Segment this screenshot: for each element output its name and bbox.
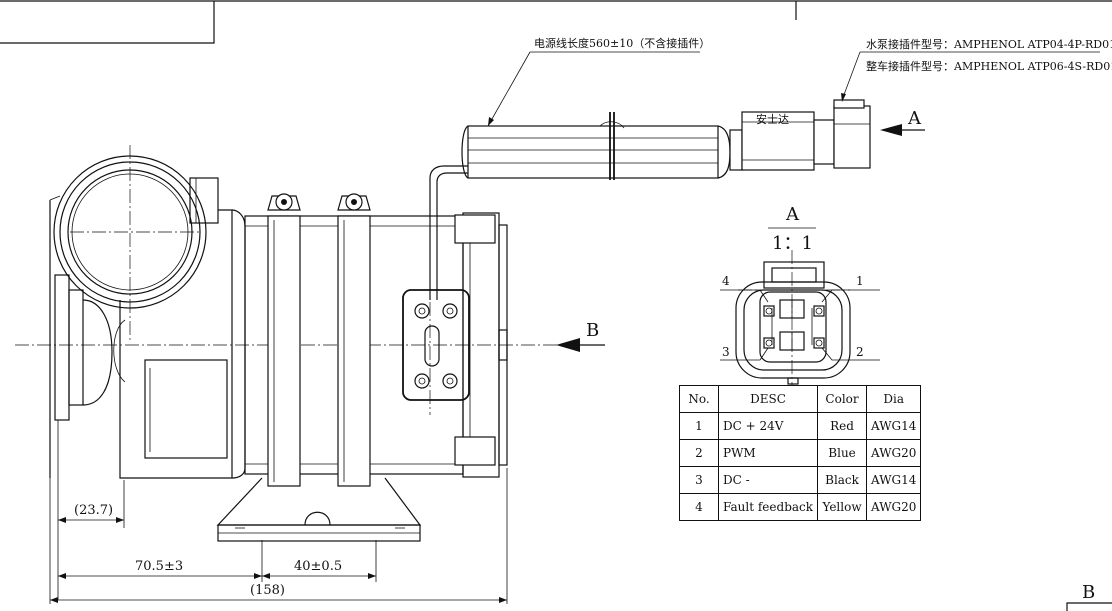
view-a-title: A xyxy=(785,204,800,225)
table-row: 4 Fault feedback Yellow AWG20 xyxy=(679,493,922,521)
dim-23-7: (23.7) xyxy=(74,503,113,518)
view-arrow-b-label: B xyxy=(586,320,599,341)
view-a-scale: 1：1 xyxy=(772,233,813,254)
pump-body xyxy=(49,155,508,542)
cell-color: Black xyxy=(817,466,868,494)
cell-desc: PWM xyxy=(717,439,819,467)
view-arrow-a: A xyxy=(880,108,925,136)
pump-connector-note: 水泵接插件型号：AMPHENOL ATP04-4P-RD01NFK xyxy=(866,37,1112,51)
cell-no: 3 xyxy=(679,466,719,494)
connector-brand-label: 安士达 xyxy=(756,112,789,126)
corner-label-b: B xyxy=(1082,582,1095,603)
pin-label-3: 3 xyxy=(722,345,730,359)
cell-desc: DC + 24V xyxy=(717,412,819,440)
dim-70-5: 70.5±3 xyxy=(135,559,183,574)
cell-color: Red xyxy=(817,412,868,440)
table-row: 1 DC + 24V Red AWG14 xyxy=(679,412,922,440)
pin-label-1: 1 xyxy=(856,274,864,288)
cell-color: Blue xyxy=(817,439,868,467)
table-header-color: Color xyxy=(817,385,868,413)
cell-dia: AWG20 xyxy=(866,439,922,467)
pin-label-2: 2 xyxy=(856,345,864,359)
connector-side: 安士达 xyxy=(729,51,1100,171)
cell-dia: AWG14 xyxy=(866,466,922,494)
dim-158: (158) xyxy=(250,583,285,598)
table-row: 3 DC - Black AWG14 xyxy=(679,466,922,494)
cable-harness xyxy=(429,51,731,300)
table-header-row: No. DESC Color Dia xyxy=(679,385,922,413)
cell-color: Yellow xyxy=(817,493,868,521)
cell-no: 1 xyxy=(679,412,719,440)
pin-label-4: 4 xyxy=(722,274,730,288)
table-header-no: No. xyxy=(679,385,719,413)
cell-desc: DC - xyxy=(717,466,819,494)
table-row: 2 PWM Blue AWG20 xyxy=(679,439,922,467)
vehicle-connector-note: 整车接插件型号：AMPHENOL ATP06-4S-RD01NFK xyxy=(866,59,1112,73)
pin-definition-table: No. DESC Color Dia 1 DC + 24V Red AWG14 … xyxy=(679,385,922,521)
cell-dia: AWG14 xyxy=(866,412,922,440)
dimensions: (23.7) 70.5±3 40±0.5 (158) xyxy=(49,420,508,604)
cell-desc: Fault feedback xyxy=(717,493,819,521)
view-a-detail: A 1：1 4 1 3 2 xyxy=(720,204,880,385)
cell-no: 4 xyxy=(679,493,719,521)
cell-dia: AWG20 xyxy=(866,493,922,521)
cell-no: 2 xyxy=(679,439,719,467)
dim-40: 40±0.5 xyxy=(294,559,342,574)
table-header-dia: Dia xyxy=(866,385,922,413)
view-arrow-b: B xyxy=(556,320,605,352)
view-arrow-a-label: A xyxy=(907,108,922,129)
cable-length-note: 电源线长度560±10（不含接插件） xyxy=(534,36,710,50)
table-header-desc: DESC xyxy=(717,385,819,413)
